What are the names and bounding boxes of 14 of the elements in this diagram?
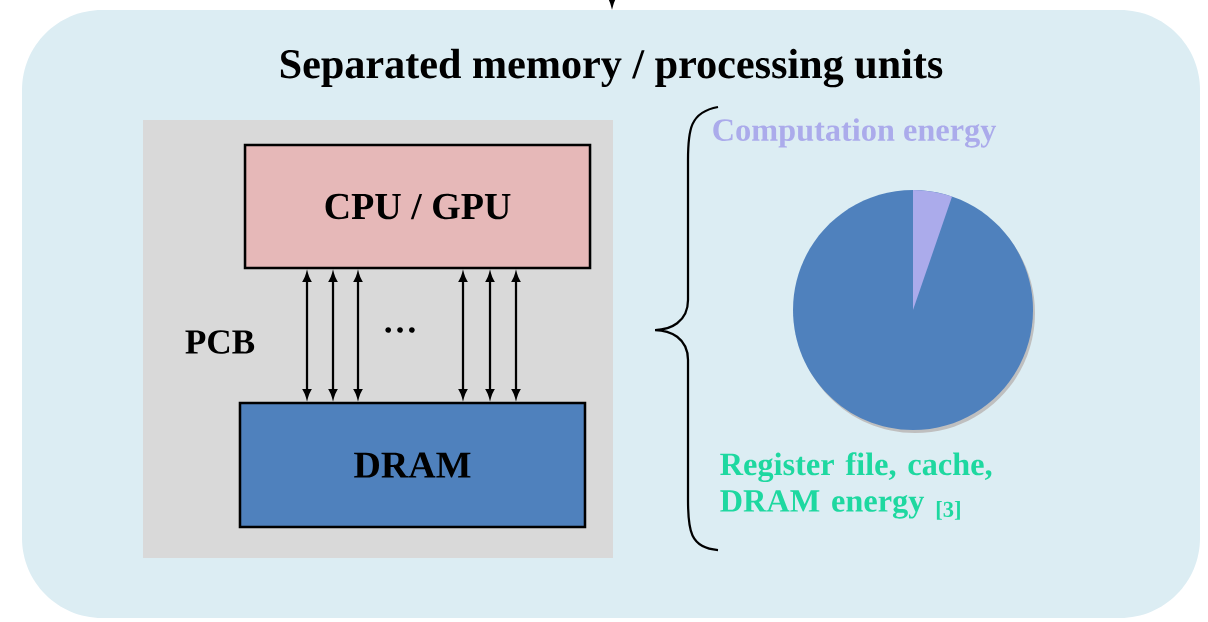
arrow <box>328 272 338 399</box>
panel-title: Separated memory / processing units <box>280 48 943 88</box>
arrow <box>458 272 468 399</box>
processor-box: CPU / GPU <box>243 143 592 270</box>
arrow <box>607 0 617 7</box>
board-label: PCB <box>185 330 255 354</box>
arrow <box>511 272 521 399</box>
ellipsis: … <box>385 327 415 333</box>
pie-label: Computation energy <box>713 118 997 148</box>
arrow <box>302 272 312 399</box>
memory-box: DRAM <box>238 401 587 529</box>
arrow <box>353 272 363 399</box>
arrow <box>485 272 495 399</box>
pie-label: Register file, cache, DRAM energy $_{[3]}$ <box>720 452 992 520</box>
